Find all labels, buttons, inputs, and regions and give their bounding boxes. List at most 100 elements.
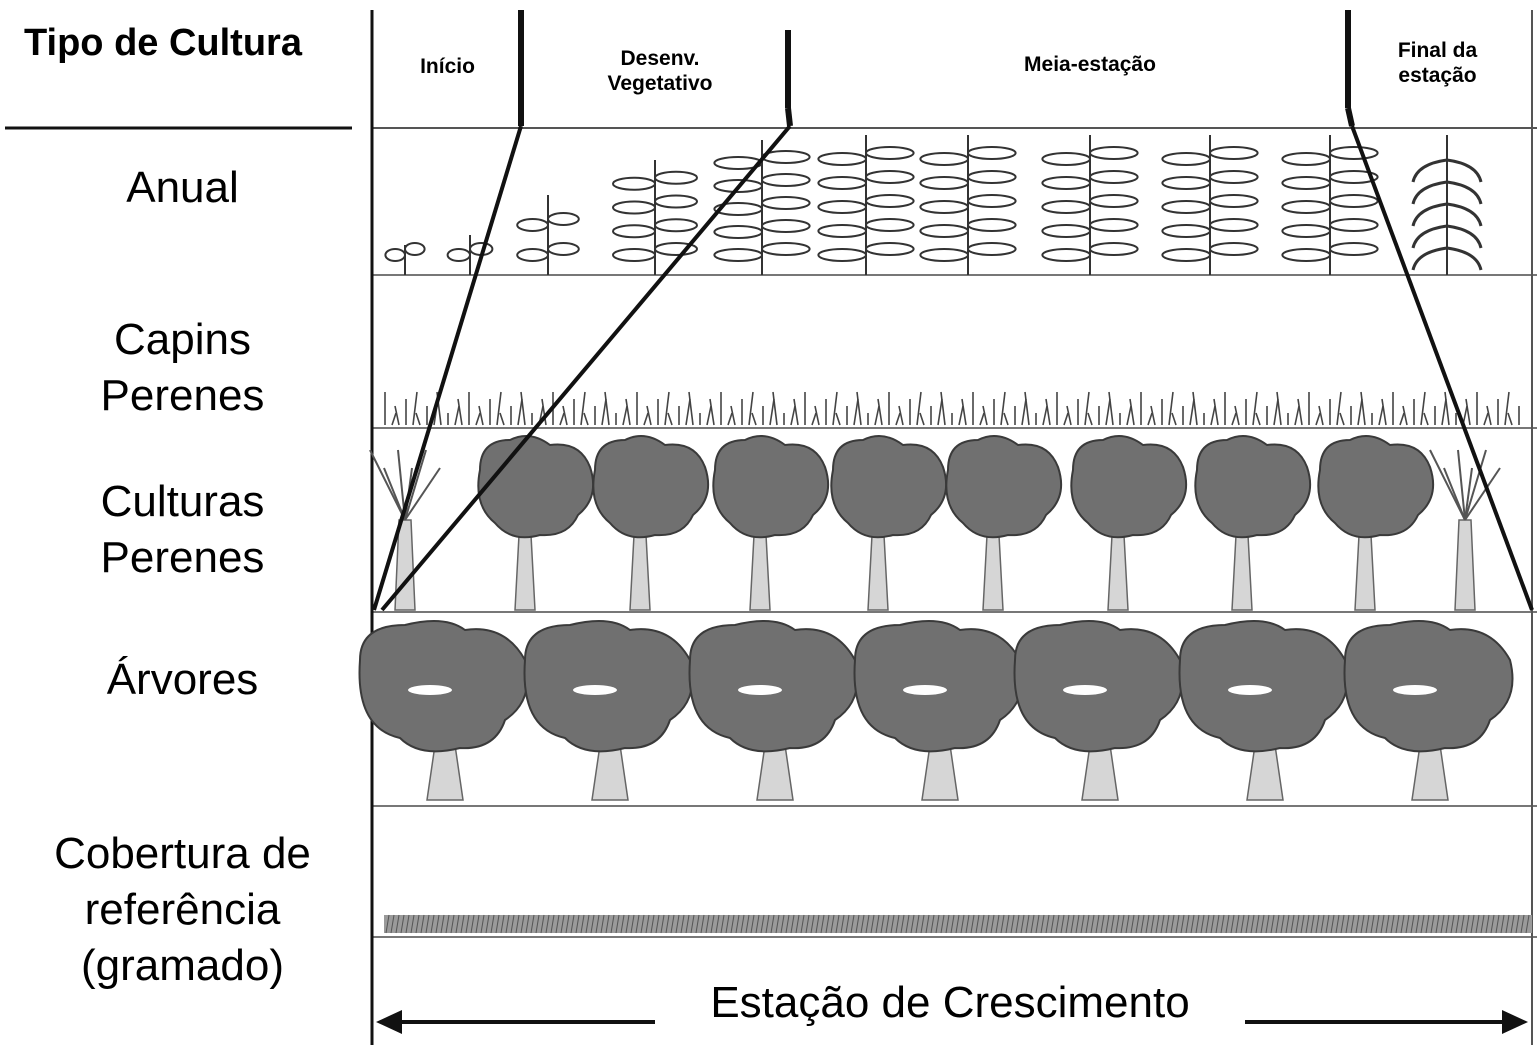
row-label-trees-line-1: Árvores (106, 655, 259, 704)
grass-blade (961, 398, 967, 426)
reference-turf-strip (384, 914, 1532, 934)
annual-plant-leaf (1089, 170, 1139, 184)
annual-plant-leaf (1209, 218, 1259, 232)
annual-plant-leaf (1041, 248, 1091, 262)
turf-blade (445, 914, 450, 934)
annual-plant-leaf (1329, 170, 1379, 184)
annual-plant-leaf (1411, 224, 1448, 249)
young-tree-branch (369, 449, 406, 521)
grass-blade (1192, 391, 1198, 426)
growing-season-label: Estação de Crescimento (655, 973, 1245, 1033)
grass-blade (391, 412, 397, 426)
grass-blade (709, 398, 715, 426)
turf-blade (405, 914, 410, 934)
annual-plant-leaf (404, 242, 426, 256)
stage-pointer (1345, 107, 1355, 127)
turf-blade (1115, 914, 1120, 934)
grass-blade (1252, 391, 1258, 426)
annual-plant-leaf (817, 200, 868, 214)
grass-blade (1315, 412, 1321, 426)
perennial-crop-trees (369, 435, 1501, 611)
young-tree-trunk (1454, 519, 1476, 611)
annual-plant-leaf (1446, 180, 1483, 205)
grass-blade (937, 398, 943, 426)
turf-blade (975, 914, 980, 934)
annual-plant-leaf (612, 224, 656, 239)
grass-blade (916, 391, 922, 426)
annual-plant-leaf (1281, 176, 1331, 190)
tree-canopy-gap (408, 685, 452, 695)
turf-blade (1100, 914, 1105, 934)
tree-trunk (1246, 744, 1284, 801)
grass-blade (919, 412, 925, 426)
turf-blade (565, 914, 570, 934)
grass-blade (559, 412, 565, 426)
season-arrow-head-right (1502, 1010, 1528, 1034)
perennial-tree-trunk (629, 534, 651, 611)
grass-blade (1129, 398, 1135, 426)
turf-blade (450, 914, 455, 934)
turf-blade (495, 914, 500, 934)
turf-blade (1220, 914, 1225, 934)
grass-blade (1045, 398, 1051, 426)
grass-blade (877, 398, 883, 426)
annual-plant-leaf (1041, 176, 1091, 190)
turf-blade (815, 914, 820, 934)
annual-plant-leaf (1411, 202, 1448, 227)
row-label-annual-line-1: Anual (126, 163, 239, 212)
grass-blade (604, 391, 610, 426)
grass-blade (853, 398, 859, 426)
turf-blade (965, 914, 970, 934)
annual-plant-leaf (865, 218, 915, 232)
turf-blade (1075, 914, 1080, 934)
turf-blade (455, 914, 460, 934)
turf-blade (550, 914, 555, 934)
grass-blade (1147, 412, 1153, 426)
annual-plant-leaf (1209, 146, 1259, 160)
turf-blade (905, 914, 910, 934)
grass-blade (1021, 398, 1027, 426)
turf-blade (1035, 914, 1040, 934)
turf-blade (1395, 914, 1400, 934)
grass-blade (1507, 412, 1513, 426)
turf-blade (440, 914, 445, 934)
grass-blade (1294, 405, 1300, 426)
turf-blade (1405, 914, 1410, 934)
turf-blade (1110, 914, 1115, 934)
perennial-tree-trunk (982, 534, 1004, 611)
grass-blade (1234, 405, 1240, 426)
grass-blade (1255, 412, 1261, 426)
row-label-perennial-crops-line-1: Culturas (100, 477, 265, 526)
turf-blade (885, 914, 890, 934)
grass-blade (1420, 391, 1426, 426)
grass-blade (625, 398, 631, 426)
turf-blade (540, 914, 545, 934)
annual-plant-leaf (817, 224, 868, 238)
grass-blade (1087, 412, 1093, 426)
turf-blade (420, 914, 425, 934)
turf-blade (830, 914, 835, 934)
annual-plant-leaf (967, 194, 1017, 208)
annual-plant-leaf (384, 248, 407, 262)
grass-blade (643, 412, 649, 426)
annual-plant-leaf (446, 248, 471, 262)
grass-blade (706, 405, 712, 426)
grass-blade (1399, 412, 1405, 426)
annual-plant-leaf (1089, 242, 1139, 256)
turf-blade (1285, 914, 1290, 934)
grass-blade (1357, 398, 1363, 426)
tree-trunk (1081, 744, 1119, 801)
young-tree-branch (1464, 449, 1487, 521)
turf-blade (465, 914, 470, 934)
perennial-tree-canopy (712, 435, 829, 539)
annual-plant-leaf (1329, 218, 1379, 232)
grass-blade (685, 398, 691, 426)
turf-blade (985, 914, 990, 934)
annual-plant-leaf (1209, 170, 1259, 184)
perennial-tree-canopy (1070, 435, 1187, 539)
turf-blade (840, 914, 845, 934)
grass-blade (394, 405, 400, 426)
annual-plant-leaf (654, 242, 698, 256)
annual-plant-leaf (713, 156, 764, 170)
turf-blade (835, 914, 840, 934)
